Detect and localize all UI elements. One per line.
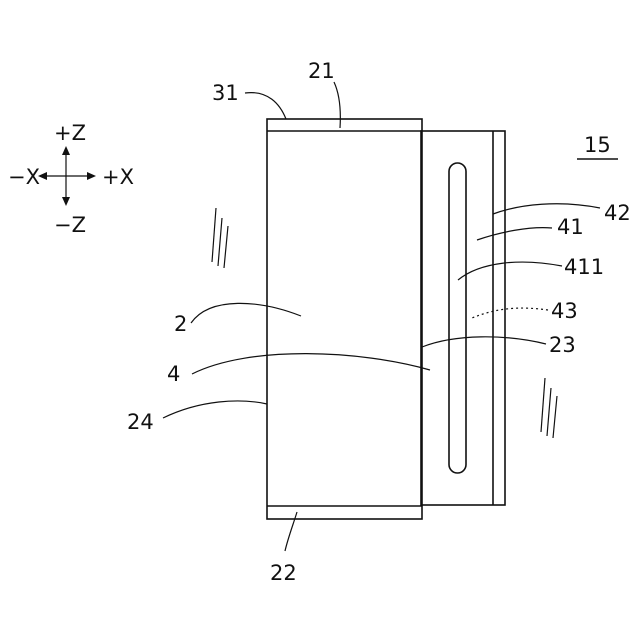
z-arrow-up — [62, 146, 70, 155]
figure-ref-number: 15 — [584, 133, 611, 157]
label-31: 31 — [212, 81, 239, 105]
axis-label-minus-z: −Z — [54, 213, 86, 237]
leader-411 — [458, 262, 562, 280]
label-23: 23 — [549, 333, 576, 357]
leader-41 — [477, 228, 552, 240]
leader-4 — [192, 354, 430, 374]
label-21: 21 — [308, 59, 335, 83]
label-41: 41 — [557, 215, 584, 239]
axis-label-minus-x: −X — [8, 165, 40, 189]
z-arrow-down — [62, 197, 70, 206]
hatch-right — [541, 378, 557, 438]
leader-24 — [163, 401, 267, 418]
hatch-left — [212, 208, 228, 268]
axis-indicator: +Z −Z −X +X — [8, 121, 134, 237]
rear-plate — [421, 131, 505, 505]
label-2: 2 — [174, 312, 187, 336]
label-24: 24 — [127, 410, 154, 434]
label-411: 411 — [564, 255, 604, 279]
leader-21 — [334, 82, 340, 128]
main-body — [267, 119, 422, 519]
leader-43 — [472, 308, 548, 318]
label-22: 22 — [270, 561, 297, 585]
axis-label-plus-x: +X — [102, 165, 134, 189]
leader-31 — [245, 93, 286, 119]
leader-22 — [285, 512, 297, 551]
leader-2 — [191, 303, 301, 323]
label-42: 42 — [604, 201, 631, 225]
leader-42 — [493, 204, 600, 214]
leader-23 — [422, 337, 546, 347]
slot — [449, 163, 466, 473]
label-43: 43 — [551, 299, 578, 323]
body-outline — [267, 119, 422, 519]
leader-lines — [163, 82, 600, 551]
label-4: 4 — [167, 362, 180, 386]
axis-label-plus-z: +Z — [54, 121, 86, 145]
x-arrow-right — [87, 172, 96, 180]
